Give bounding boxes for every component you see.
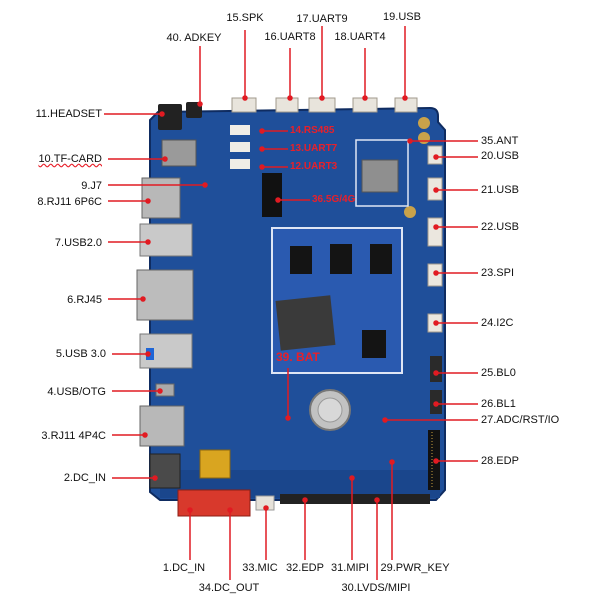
top-connectors bbox=[158, 97, 430, 218]
label-usb-20: 20.USB bbox=[481, 150, 519, 162]
label-usb-21: 21.USB bbox=[481, 184, 519, 196]
label-rj11-6p6c: 8.RJ11 6P6C bbox=[37, 196, 102, 208]
label-usb-otg: 4.USB/OTG bbox=[47, 386, 106, 398]
label-headset: 11.HEADSET bbox=[35, 108, 102, 120]
label-5g-4g: 36.5G/4G bbox=[312, 194, 356, 205]
label-bl1: 26.BL1 bbox=[481, 398, 516, 410]
label-adkey: 40. ADKEY bbox=[166, 32, 222, 44]
bottom-connectors bbox=[177, 449, 430, 517]
label-spk: 15.SPK bbox=[226, 12, 264, 24]
label-i2c: 24.I2C bbox=[481, 317, 514, 329]
right-connectors bbox=[427, 145, 443, 490]
label-uart8: 16.UART8 bbox=[264, 31, 316, 43]
label-usb-22: 22.USB bbox=[481, 221, 519, 233]
label-lvds-mipi: 30.LVDS/MIPI bbox=[341, 582, 411, 594]
label-rj45: 6.RJ45 bbox=[67, 294, 102, 306]
label-spi: 23.SPI bbox=[481, 267, 515, 279]
label-uart9: 17.UART9 bbox=[296, 13, 348, 25]
som-module bbox=[262, 139, 409, 431]
label-dc-in-2: 2.DC_IN bbox=[63, 472, 106, 484]
label-dc-out: 34.DC_OUT bbox=[198, 582, 260, 594]
label-uart3: 12.UART3 bbox=[290, 161, 338, 172]
label-mipi: 31.MIPI bbox=[331, 562, 369, 574]
label-ant: 35.ANT bbox=[481, 135, 519, 147]
label-adc-rst-io: 27.ADC/RST/IO bbox=[481, 414, 560, 426]
label-uart4: 18.UART4 bbox=[334, 31, 386, 43]
label-bat: 39. BAT bbox=[276, 350, 320, 364]
label-mic: 33.MIC bbox=[242, 562, 278, 574]
label-rj11-4p4c: 3.RJ11 4P4C bbox=[41, 430, 106, 442]
label-pwr-key: 29.PWR_KEY bbox=[380, 562, 450, 574]
label-usb3: 5.USB 3.0 bbox=[55, 348, 106, 360]
leader-lines bbox=[104, 26, 478, 580]
label-edp-28: 28.EDP bbox=[481, 455, 519, 467]
label-usb2: 7.USB2.0 bbox=[54, 237, 102, 249]
label-edp-32: 32.EDP bbox=[286, 562, 324, 574]
label-bl0: 25.BL0 bbox=[481, 367, 516, 379]
label-dc-in-1: 1.DC_IN bbox=[162, 562, 206, 574]
label-usb-19: 19.USB bbox=[383, 11, 421, 23]
label-tf-card: 10.TF-CARD bbox=[38, 153, 102, 165]
label-j7: 9.J7 bbox=[81, 180, 102, 192]
label-rs485: 14.RS485 bbox=[290, 125, 335, 136]
label-uart7: 13.UART7 bbox=[290, 143, 338, 154]
